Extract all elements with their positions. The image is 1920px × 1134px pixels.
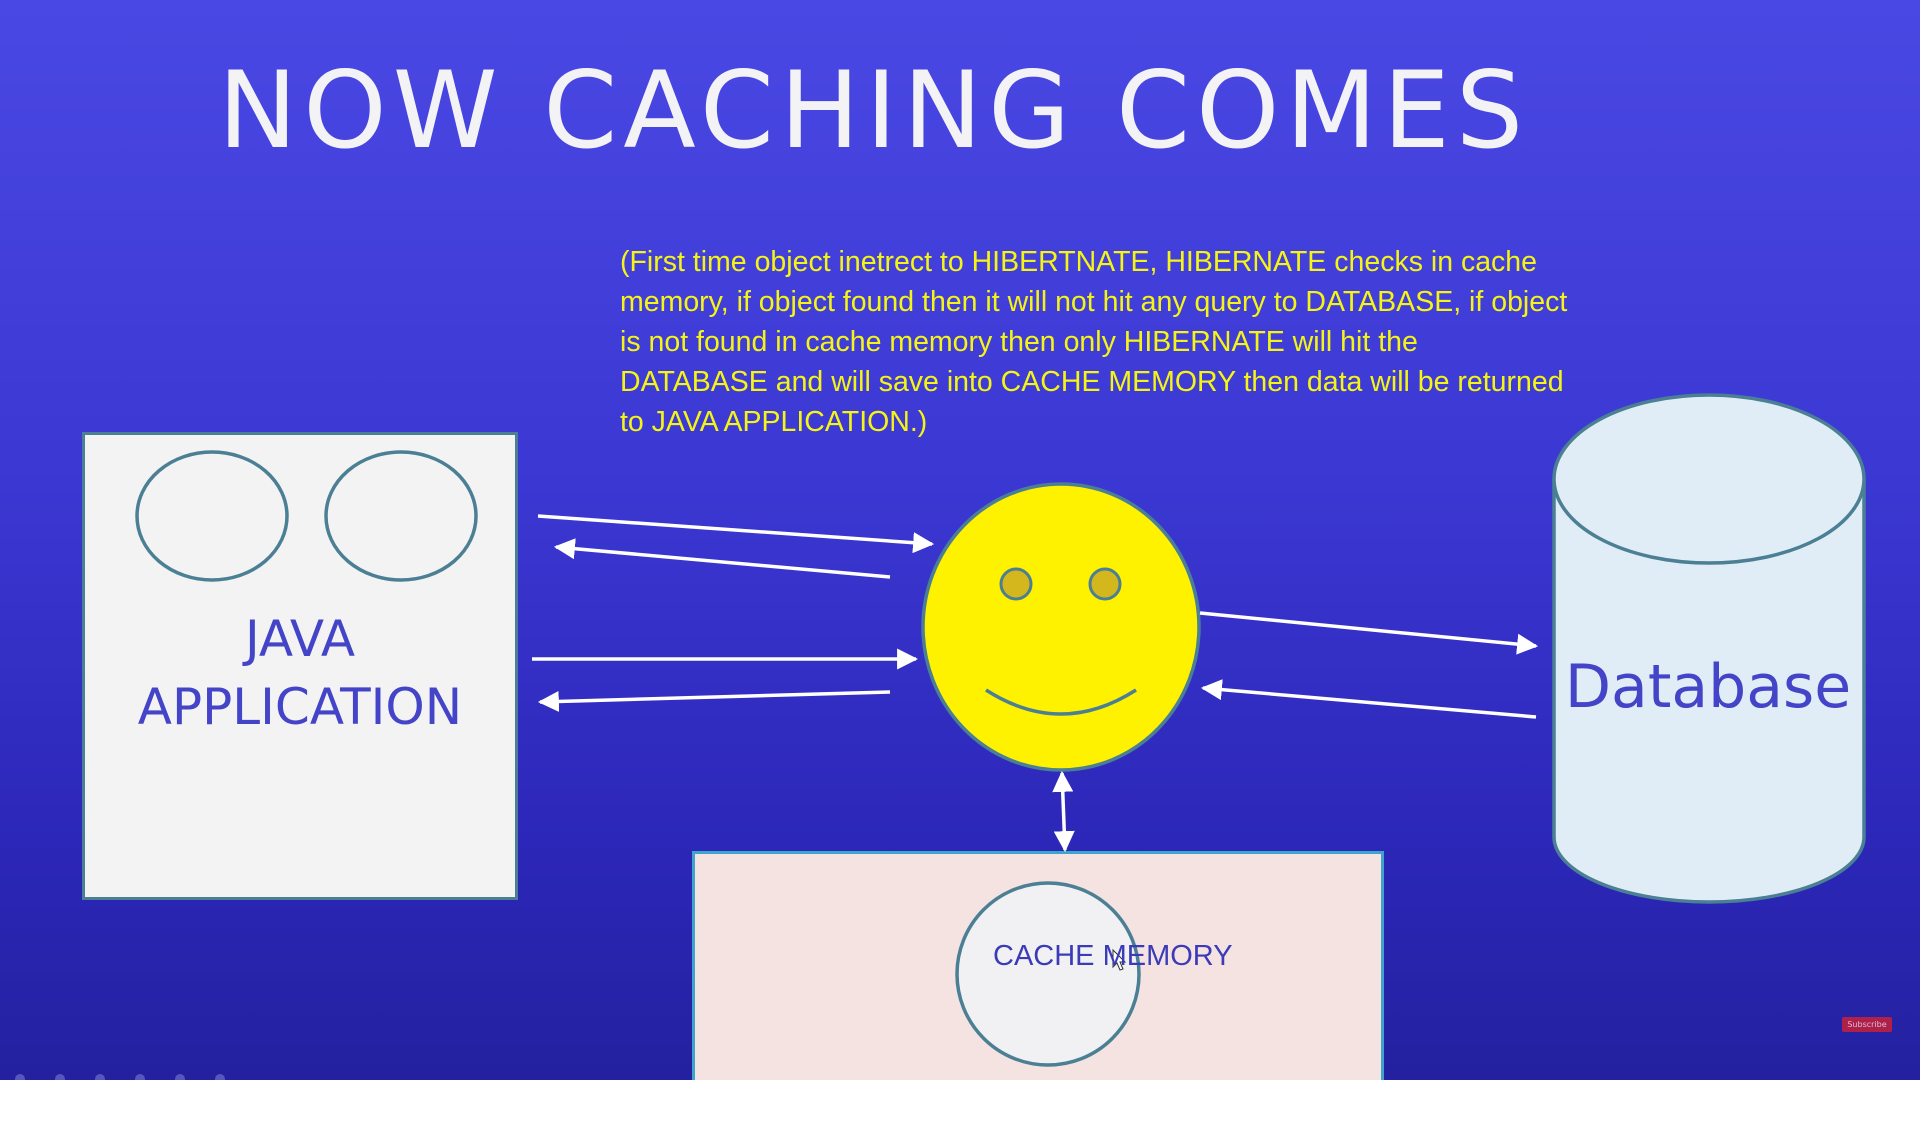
mouse-cursor-icon [1112,948,1127,971]
arrows-java-hibernate [532,514,935,712]
slide: NOW CACHING COMES (First time object ine… [0,0,1920,1080]
slide-title: NOW CACHING COMES [218,49,1530,172]
java-label-line1: JAVA [244,610,356,668]
arrow-icon [1199,611,1539,655]
diagram-shapes [15,393,1866,1080]
java-application-label: JAVA APPLICATION [85,605,515,741]
subscribe-button[interactable]: Subscribe [1842,1017,1892,1032]
java-left-ellipse [135,450,289,582]
arrow-icon [1200,679,1537,719]
java-application-box: JAVA APPLICATION [82,432,518,900]
java-right-ellipse [324,450,478,582]
arrow-icon [537,514,935,554]
bottom-strip [0,1080,1920,1134]
arrow-icon [553,538,891,579]
progress-dots [15,1074,225,1080]
cache-memory-circle [955,881,1141,1067]
database-cylinder-icon [1552,393,1866,904]
database-label: Database [1564,652,1852,722]
arrow-icon [1052,770,1075,853]
explanation-text: (First time object inetrect to HIBERTNAT… [620,246,1568,438]
arrow-icon [537,690,891,712]
cache-memory-label: CACHE MEMORY [993,940,1233,972]
smiley-face-icon [921,482,1201,772]
arrows-hibernate-database [1199,611,1539,719]
java-label-line2: APPLICATION [137,678,463,736]
